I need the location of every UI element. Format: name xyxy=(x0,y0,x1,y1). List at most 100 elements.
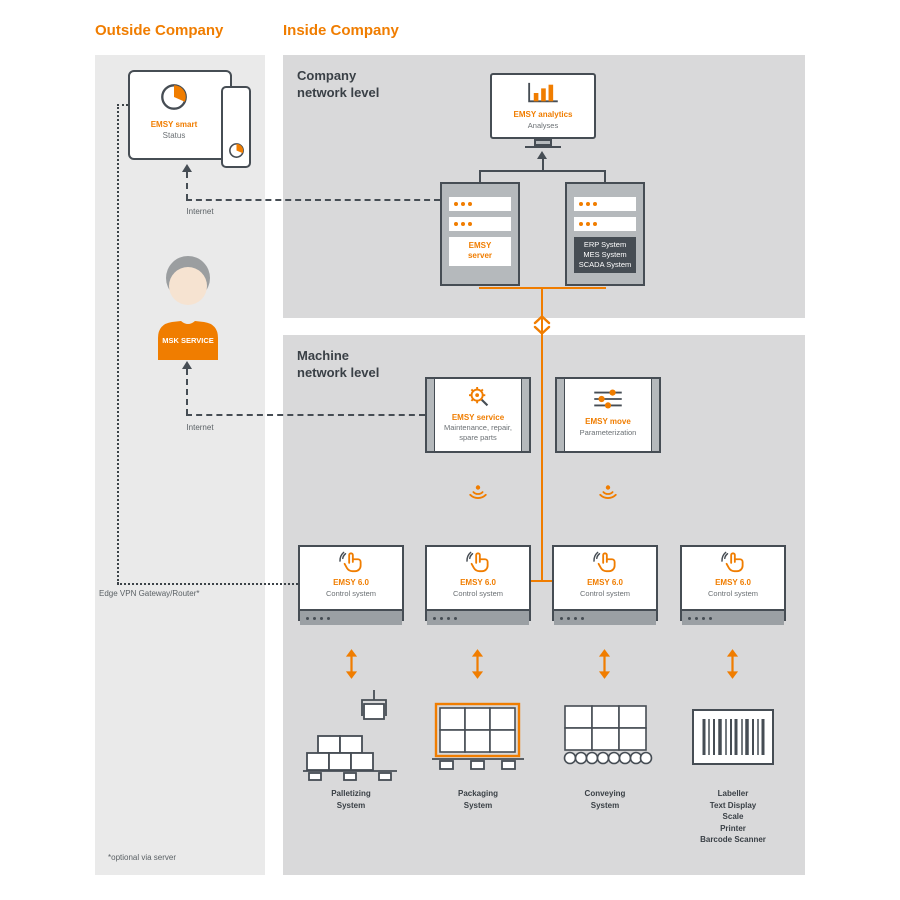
led-icon xyxy=(468,202,472,206)
port-icon xyxy=(440,616,443,620)
footnote: *optional via server xyxy=(108,853,177,862)
led-icon xyxy=(461,202,465,206)
internet-line-top-horizontal xyxy=(186,199,440,201)
arrow-to-smart-device xyxy=(182,164,192,172)
msk-service-label: MSK SERVICE xyxy=(162,336,214,345)
labeller-devices-label: Labeller Text Display Scale Printer Barc… xyxy=(700,789,766,845)
controller-sub: Control system xyxy=(707,589,758,598)
controller-bus xyxy=(531,580,553,582)
server2-connector-stub xyxy=(604,170,606,182)
device-bezel xyxy=(651,379,659,451)
arrow-to-monitor xyxy=(537,151,547,159)
machine-network-title: Machine network level xyxy=(297,348,380,380)
led-icon xyxy=(593,202,597,206)
outside-company-panel xyxy=(95,55,265,875)
port-icon xyxy=(581,616,584,620)
emsy-move-device: EMSY move Parameterization xyxy=(555,377,661,453)
device-bezel xyxy=(521,379,529,451)
port-icon xyxy=(433,616,436,620)
updown-arrow-icon xyxy=(533,315,551,335)
double-arrow-icon xyxy=(345,649,358,679)
tap-hand-icon xyxy=(721,551,744,573)
inside-company-header: Inside Company xyxy=(283,22,399,39)
led-icon xyxy=(454,222,458,226)
conveying-system-icon xyxy=(563,705,653,765)
wifi-icon xyxy=(469,485,487,499)
port-icon xyxy=(709,616,712,620)
edge-vpn-line-bottom xyxy=(117,583,298,585)
pie-chart-icon xyxy=(161,84,187,110)
internet-line-bottom-vertical xyxy=(186,369,188,415)
port-icon xyxy=(695,616,698,620)
port-icon xyxy=(702,616,705,620)
packaging-system-icon xyxy=(432,702,524,770)
analyses-label: Analyses xyxy=(527,121,559,130)
controller-sub: Control system xyxy=(452,589,503,598)
controller-sub: Control system xyxy=(325,589,376,598)
port-icon xyxy=(567,616,570,620)
palletizing-system-label: Palletizing System xyxy=(331,789,371,810)
controller-port-strip xyxy=(682,609,784,625)
emsy-analytics-label: EMSY analytics xyxy=(513,110,573,119)
port-icon xyxy=(454,616,457,620)
server-unit xyxy=(574,217,636,231)
led-icon xyxy=(461,222,465,226)
emsy-60-controller-3: EMSY 6.0 Control system xyxy=(552,545,658,625)
tap-hand-icon xyxy=(339,551,362,573)
double-arrow-icon xyxy=(726,649,739,679)
tap-hand-icon xyxy=(466,551,489,573)
emsy-60-controller-2: EMSY 6.0 Control system xyxy=(425,545,531,625)
monitor-base xyxy=(525,146,561,148)
service-person-icon xyxy=(158,256,218,360)
double-arrow-icon xyxy=(598,649,611,679)
emsy-server-label: EMSY server xyxy=(449,237,511,266)
double-arrow-icon xyxy=(471,649,484,679)
packaging-system-label: Packaging System xyxy=(457,789,498,810)
emsy-60-controller-4: EMSY 6.0 Control system xyxy=(680,545,786,625)
controller-label: EMSY 6.0 xyxy=(715,578,751,587)
device-bezel xyxy=(557,379,565,451)
port-icon xyxy=(320,616,323,620)
port-icon xyxy=(313,616,316,620)
controller-port-strip xyxy=(300,609,402,625)
controller-sub: Control system xyxy=(579,589,630,598)
company-network-title: Company network level xyxy=(297,68,380,100)
tap-hand-icon xyxy=(593,551,616,573)
barcode-scanner-icon xyxy=(692,709,774,765)
server-connector-tbar xyxy=(479,170,606,172)
emsy-service-sub: Maintenance, repair, spare parts xyxy=(444,423,512,442)
edge-vpn-line-vertical xyxy=(117,104,119,584)
edge-vpn-label: Edge VPN Gateway/Router* xyxy=(99,589,200,598)
emsy-service-label: EMSY service xyxy=(451,413,505,422)
device-bezel xyxy=(427,379,435,451)
emsy-move-sub: Parameterization xyxy=(579,428,637,437)
arrow-to-service-person xyxy=(182,361,192,369)
port-icon xyxy=(560,616,563,620)
internet-line-bottom-horizontal xyxy=(186,414,425,416)
emsy-service-device: EMSY service Maintenance, repair, spare … xyxy=(425,377,531,453)
monitor-stand xyxy=(534,139,552,146)
internet-label-bottom: Internet xyxy=(186,423,214,432)
server-unit xyxy=(574,197,636,211)
emsy-server: EMSY server xyxy=(440,182,520,286)
server-unit xyxy=(449,197,511,211)
led-icon xyxy=(579,222,583,226)
port-icon xyxy=(688,616,691,620)
emsy-move-label: EMSY move xyxy=(585,417,631,426)
led-icon xyxy=(593,222,597,226)
led-icon xyxy=(586,222,590,226)
controller-label: EMSY 6.0 xyxy=(460,578,496,587)
port-icon xyxy=(574,616,577,620)
internet-label-top: Internet xyxy=(186,207,214,216)
led-icon xyxy=(468,222,472,226)
emsy-smart-tablet: EMSY smart Status xyxy=(128,70,232,160)
conveying-system-label: Conveying System xyxy=(584,789,626,810)
monitor-connector-vertical xyxy=(542,159,544,171)
controller-label: EMSY 6.0 xyxy=(587,578,623,587)
controller-label: EMSY 6.0 xyxy=(333,578,369,587)
gear-wrench-icon xyxy=(469,387,489,407)
controller-port-strip xyxy=(427,609,529,625)
wifi-icon xyxy=(599,485,617,499)
bar-chart-icon xyxy=(528,82,558,103)
